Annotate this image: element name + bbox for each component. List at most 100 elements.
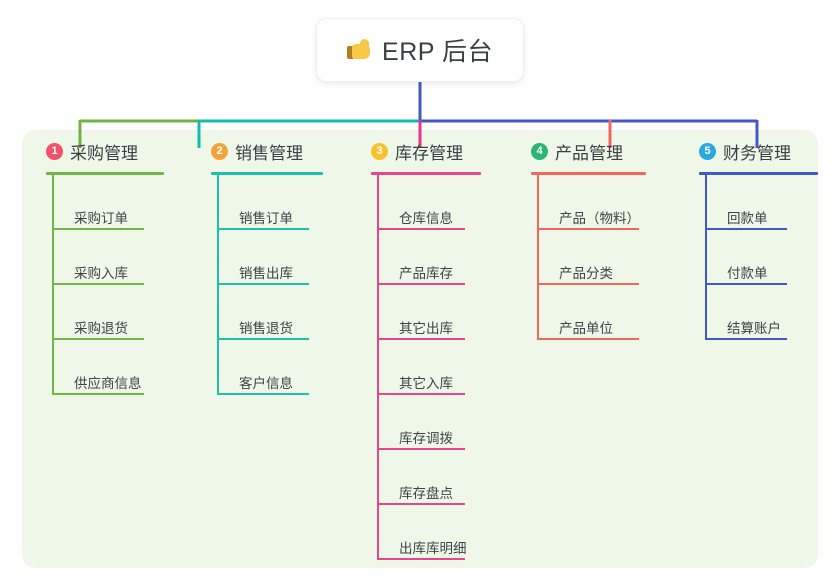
column-index-badge: 1	[46, 142, 63, 160]
column-1: 1 采购管理采购订单采购入库采购退货供应商信息	[30, 130, 164, 395]
column-index-badge: 2	[211, 142, 228, 160]
leaf-item-underline	[377, 448, 465, 450]
leaf-item-label: 供应商信息	[74, 375, 142, 391]
leaf-item-underline	[705, 338, 787, 340]
column-header-1[interactable]: 1 采购管理	[30, 130, 164, 172]
leaf-item-label: 采购入库	[74, 265, 128, 281]
column-accent-rule	[211, 172, 323, 175]
leaf-item[interactable]: 采购订单	[52, 175, 164, 230]
column-items: 采购订单采购入库采购退货供应商信息	[52, 175, 164, 395]
column-spine	[537, 175, 539, 340]
leaf-item[interactable]: 库存调拨	[377, 395, 481, 450]
column-header-5[interactable]: 5 财务管理	[683, 130, 818, 172]
column-spine	[377, 175, 379, 560]
leaf-item-label: 产品单位	[559, 320, 613, 336]
leaf-item-underline	[52, 228, 144, 230]
leaf-item-label: 客户信息	[239, 375, 293, 391]
leaf-item-label: 产品分类	[559, 265, 613, 281]
leaf-item-label: 其它出库	[399, 320, 453, 336]
leaf-item[interactable]: 客户信息	[217, 340, 323, 395]
column-accent-rule	[371, 172, 481, 175]
leaf-item-underline	[217, 228, 309, 230]
leaf-item[interactable]: 仓库信息	[377, 175, 481, 230]
leaf-item-underline	[537, 283, 639, 285]
leaf-item-underline	[217, 393, 309, 395]
leaf-item[interactable]: 供应商信息	[52, 340, 164, 395]
leaf-item-underline	[52, 393, 144, 395]
leaf-item[interactable]: 销售出库	[217, 230, 323, 285]
leaf-item[interactable]: 产品库存	[377, 230, 481, 285]
leaf-item-label: 销售订单	[239, 210, 293, 226]
leaf-item-underline	[537, 338, 639, 340]
column-items: 回款单付款单结算账户	[705, 175, 818, 340]
column-spine	[52, 175, 54, 395]
leaf-item-label: 销售出库	[239, 265, 293, 281]
leaf-item-label: 采购订单	[74, 210, 128, 226]
column-header-2[interactable]: 2 销售管理	[195, 130, 323, 172]
leaf-item-underline	[705, 283, 787, 285]
leaf-item-underline	[537, 228, 639, 230]
column-spine	[217, 175, 219, 395]
leaf-item-label: 回款单	[727, 210, 768, 226]
leaf-item-label: 其它入库	[399, 375, 453, 391]
leaf-item-label: 出库库明细	[399, 540, 467, 556]
leaf-item-label: 仓库信息	[399, 210, 453, 226]
column-title: 库存管理	[395, 143, 463, 163]
root-node-content: ERP 后台	[347, 32, 493, 68]
leaf-item[interactable]: 产品分类	[537, 230, 646, 285]
leaf-item-underline	[377, 393, 465, 395]
leaf-item[interactable]: 销售订单	[217, 175, 323, 230]
root-node-title: ERP 后台	[382, 38, 493, 66]
leaf-item[interactable]: 销售退货	[217, 285, 323, 340]
leaf-item-underline	[52, 338, 144, 340]
leaf-item-label: 产品库存	[399, 265, 453, 281]
leaf-item-underline	[217, 283, 309, 285]
leaf-item[interactable]: 库存盘点	[377, 450, 481, 505]
leaf-item-label: 付款单	[727, 265, 768, 281]
column-index-badge: 3	[371, 142, 388, 160]
leaf-item-underline	[705, 228, 787, 230]
root-node-erp-backend[interactable]: ERP 后台	[316, 18, 524, 82]
column-accent-rule	[46, 172, 164, 175]
column-title: 采购管理	[70, 143, 138, 163]
column-items: 仓库信息产品库存其它出库其它入库库存调拨库存盘点出库库明细	[377, 175, 481, 560]
leaf-item-label: 采购退货	[74, 320, 128, 336]
leaf-item-underline	[377, 338, 465, 340]
leaf-item[interactable]: 付款单	[705, 230, 818, 285]
leaf-item-label: 产品（物料）	[559, 210, 640, 226]
column-header-3[interactable]: 3 库存管理	[355, 130, 481, 172]
column-spine	[705, 175, 707, 340]
column-title: 财务管理	[723, 143, 791, 163]
leaf-item-label: 库存调拨	[399, 430, 453, 446]
thumbs-up-icon	[347, 38, 372, 63]
column-index-badge: 4	[531, 142, 548, 160]
column-2: 2 销售管理销售订单销售出库销售退货客户信息	[195, 130, 323, 395]
column-3: 3 库存管理仓库信息产品库存其它出库其它入库库存调拨库存盘点出库库明细	[355, 130, 481, 560]
leaf-item[interactable]: 回款单	[705, 175, 818, 230]
leaf-item-label: 销售退货	[239, 320, 293, 336]
leaf-item-label: 库存盘点	[399, 485, 453, 501]
column-items: 销售订单销售出库销售退货客户信息	[217, 175, 323, 395]
leaf-item-underline	[377, 228, 465, 230]
leaf-item[interactable]: 其它入库	[377, 340, 481, 395]
leaf-item[interactable]: 结算账户	[705, 285, 818, 340]
leaf-item[interactable]: 采购入库	[52, 230, 164, 285]
leaf-item-underline	[377, 558, 465, 560]
leaf-item[interactable]: 其它出库	[377, 285, 481, 340]
column-title: 销售管理	[235, 143, 303, 163]
leaf-item[interactable]: 出库库明细	[377, 505, 481, 560]
leaf-item[interactable]: 采购退货	[52, 285, 164, 340]
leaf-item-underline	[377, 503, 465, 505]
content-panel	[22, 130, 818, 568]
leaf-item-label: 结算账户	[727, 320, 781, 336]
column-items: 产品（物料） 产品分类产品单位	[537, 175, 646, 340]
leaf-item[interactable]: 产品（物料）	[537, 175, 646, 230]
leaf-item-underline	[52, 283, 144, 285]
column-accent-rule	[699, 172, 818, 175]
column-index-badge: 5	[699, 142, 716, 160]
leaf-item-underline	[377, 283, 465, 285]
leaf-item[interactable]: 产品单位	[537, 285, 646, 340]
